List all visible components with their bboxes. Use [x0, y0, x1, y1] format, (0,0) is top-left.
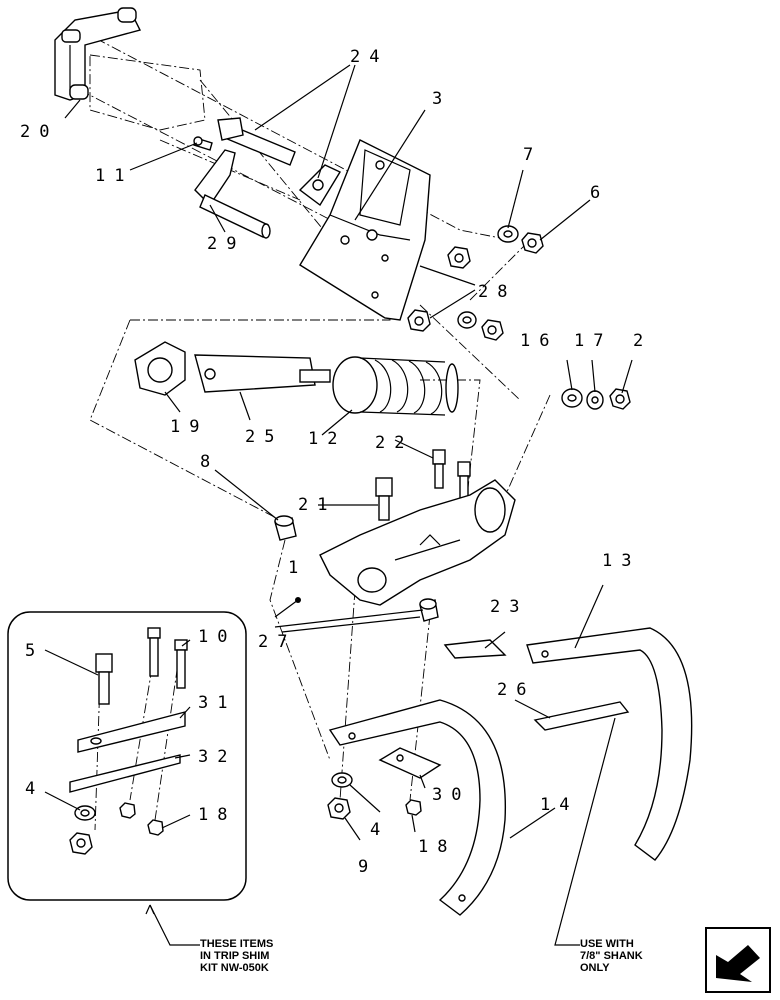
callout-12: 12	[308, 429, 346, 449]
callout-27: 27	[258, 632, 296, 652]
part-14-shank	[328, 699, 507, 916]
callout-11: 11	[95, 166, 133, 186]
shank-note: USE WITH 7/8" SHANK ONLY	[580, 938, 643, 974]
part-20-clamp-bracket	[54, 7, 206, 131]
shank-note-line-1: USE WITH	[580, 938, 634, 950]
part-29-pin-assembly	[194, 149, 271, 239]
callout-28: 28	[478, 282, 516, 302]
trip-arm-casting	[319, 479, 516, 606]
callout-18-inset: 18	[198, 805, 236, 825]
part-6-nut	[521, 232, 544, 254]
part-28-washer	[457, 311, 477, 329]
part-24-pivot-bolt	[217, 117, 296, 166]
trip-shim-kit-inset	[7, 611, 247, 901]
callout-21: 21	[298, 495, 336, 515]
part-12-spring	[332, 356, 459, 416]
part-25-spring-rod	[194, 354, 331, 393]
callout-10: 10	[198, 627, 236, 647]
callout-16: 16	[520, 331, 558, 351]
page-navigation-arrow-icon[interactable]	[705, 927, 771, 993]
callout-32: 32	[198, 747, 236, 767]
callout-9: 9	[358, 857, 377, 877]
part-13-shank	[526, 627, 693, 861]
callout-8: 8	[200, 452, 219, 472]
part-26-shim-plate	[533, 701, 630, 731]
callout-19: 19	[170, 417, 208, 437]
part-21-bolt	[375, 477, 393, 521]
callout-26: 26	[497, 680, 535, 700]
kit-note: THESE ITEMS IN TRIP SHIM KIT NW-050K	[200, 938, 273, 974]
callout-14: 14	[540, 795, 578, 815]
part-23-shim	[443, 639, 507, 659]
callout-31: 31	[198, 693, 236, 713]
callout-17: 17	[574, 331, 612, 351]
callout-20: 20	[20, 122, 58, 142]
part-22-bolt	[432, 449, 471, 501]
callout-3: 3	[432, 89, 451, 109]
part-24-cam-plate	[298, 164, 342, 207]
callout-13: 13	[602, 551, 640, 571]
part-30-plate	[378, 747, 442, 779]
kit-note-line-3: KIT NW-050K	[200, 962, 269, 974]
shank-note-line-2: 7/8" SHANK	[580, 950, 643, 962]
callout-5: 5	[25, 641, 44, 661]
shank-note-line-3: ONLY	[580, 962, 610, 974]
callout-4-inset: 4	[25, 779, 44, 799]
callout-25: 25	[245, 427, 283, 447]
callout-22: 22	[375, 433, 413, 453]
part-17-lock-washer	[586, 390, 604, 410]
callout-30: 30	[432, 785, 470, 805]
part-19-spring-cap	[134, 341, 186, 396]
callout-18: 18	[418, 837, 456, 857]
callout-23: 23	[490, 597, 528, 617]
callout-2: 2	[633, 331, 652, 351]
callout-7: 7	[523, 145, 542, 165]
part-27-bushing	[419, 598, 439, 622]
callout-24: 24	[350, 47, 388, 67]
part-2-nut	[609, 388, 631, 410]
part-3-mount-plate	[299, 139, 431, 321]
part-4-washer	[331, 772, 353, 788]
part-9-nut	[327, 797, 351, 820]
part-8-bushing	[274, 515, 297, 541]
callout-1: 1	[288, 558, 307, 578]
kit-note-line-1: THESE ITEMS	[200, 938, 273, 950]
callout-labels: 20 24 3 11 29 7 6 28 16 17 2 19 25 12 22…	[20, 47, 652, 877]
part-7-washer	[497, 225, 519, 243]
part-28-nut-lower	[407, 309, 431, 332]
part-28-nut-upper	[447, 246, 471, 269]
kit-note-line-2: IN TRIP SHIM	[200, 950, 269, 962]
callout-4: 4	[370, 820, 389, 840]
part-16-washer	[561, 388, 583, 408]
callout-6: 6	[590, 183, 609, 203]
callout-29: 29	[207, 234, 245, 254]
part-28-nut-2	[481, 319, 504, 341]
leader-lines	[44, 64, 633, 946]
part-18-nut	[405, 799, 422, 816]
